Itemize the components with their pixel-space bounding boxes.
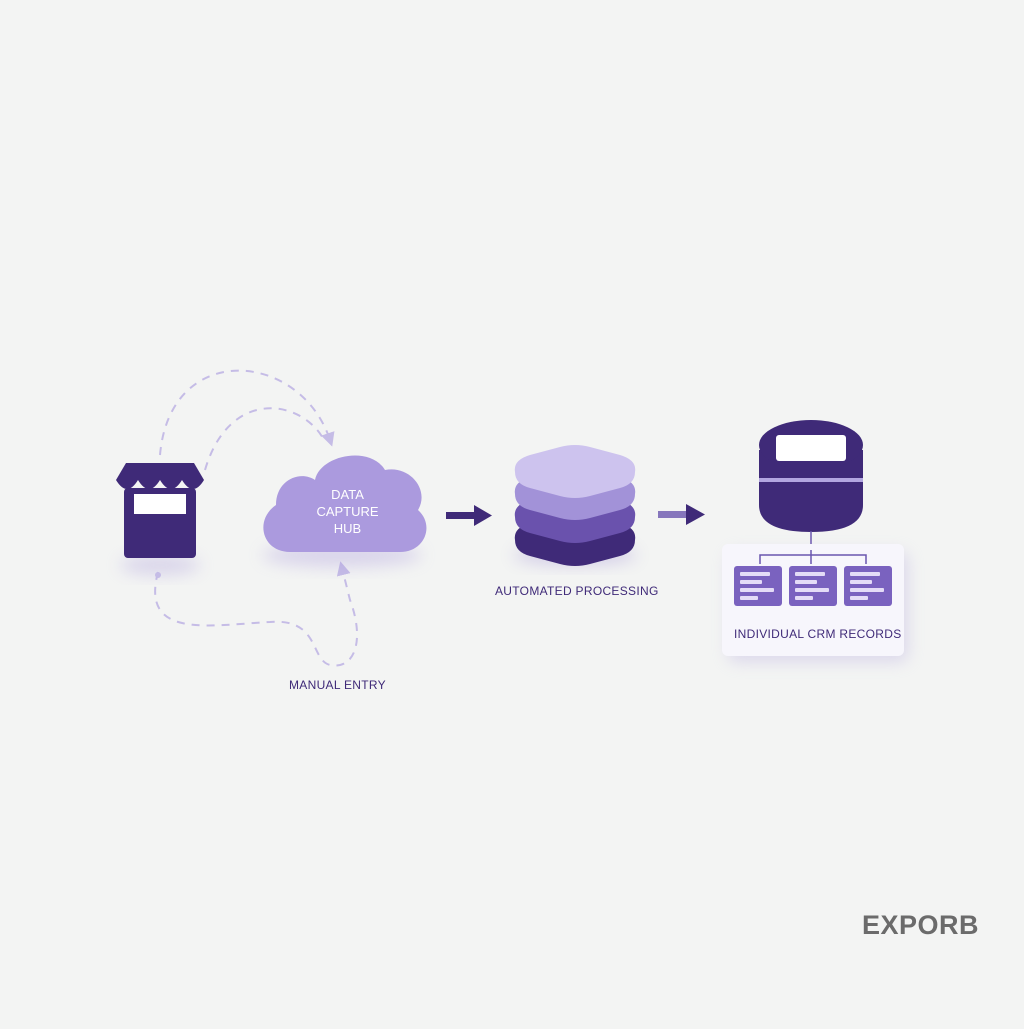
record-card-icon: [844, 566, 892, 606]
arrow-right-icon: [446, 505, 492, 526]
dashed-path-manual: [154, 561, 359, 667]
dashed-arc-upper: [159, 369, 335, 456]
storefront-icon: [116, 463, 204, 578]
record-card-icon: [734, 566, 782, 606]
record-card-icon: [789, 566, 837, 606]
arrow-right-icon: [658, 504, 705, 525]
crm-records-label: INDIVIDUAL CRM RECORDS: [734, 627, 902, 641]
database-icon: [759, 420, 863, 532]
dashed-arc-inner: [204, 407, 326, 471]
hub-label-line: HUB: [333, 521, 362, 536]
layers-icon: [513, 445, 637, 566]
records-panel: [722, 544, 908, 662]
hub-label-line: DATA: [331, 487, 364, 502]
dashed-connectors: [154, 369, 359, 667]
storefront-anchor-dot: [155, 572, 161, 578]
cloud-icon: [262, 455, 427, 567]
hub-label: DATA CAPTURE HUB: [290, 486, 405, 537]
hub-label-line: CAPTURE: [316, 504, 379, 519]
automated-processing-label: AUTOMATED PROCESSING: [495, 584, 659, 598]
manual-entry-label: MANUAL ENTRY: [289, 678, 386, 692]
brand-logo: EXPORB: [862, 910, 980, 940]
